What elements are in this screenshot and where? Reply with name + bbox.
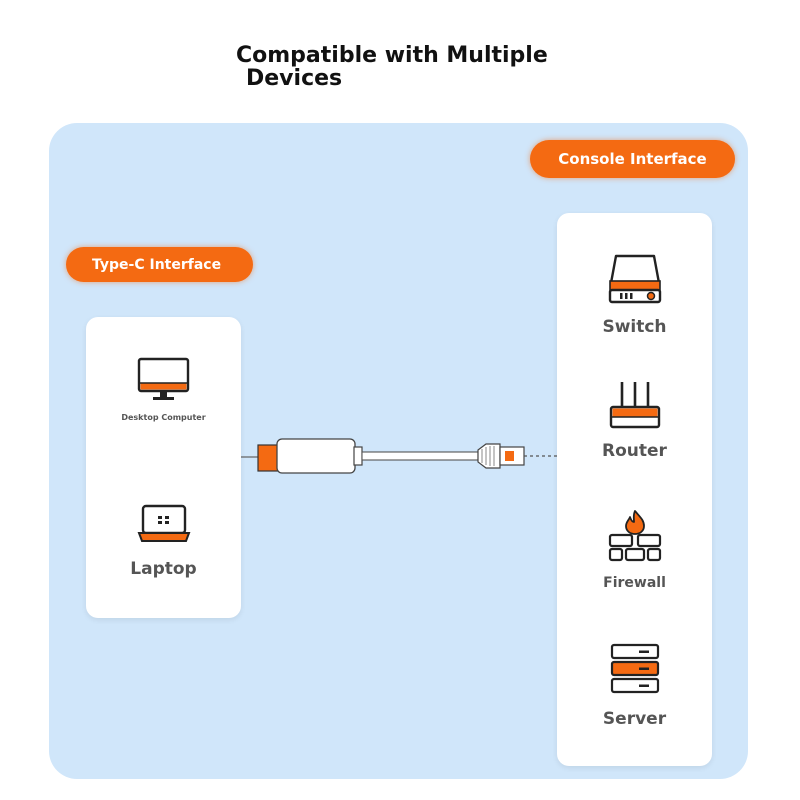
- typec-devices-card: Desktop Computer Laptop: [86, 317, 241, 618]
- typec-interface-label: Type-C Interface: [92, 256, 222, 273]
- usb-c-connector-body: [276, 438, 356, 474]
- rj45-latch: [505, 451, 514, 461]
- page-title: Compatible with Multiple Devices: [236, 44, 566, 90]
- device-label-router: Router: [602, 441, 667, 461]
- cable-wire: [361, 451, 479, 461]
- title-line-1: Compatible with Multiple: [236, 43, 548, 68]
- device-label-switch: Switch: [602, 317, 667, 337]
- device-router: Router: [557, 379, 712, 461]
- device-firewall: Firewall: [557, 509, 712, 591]
- rj45-boot: [477, 443, 501, 469]
- typec-interface-badge: Type-C Interface: [66, 247, 253, 282]
- device-desktop-computer: Desktop Computer: [86, 357, 241, 422]
- strain-relief: [353, 446, 363, 466]
- device-label-desktop-computer: Desktop Computer: [121, 413, 206, 422]
- title-line-2: Devices: [246, 66, 343, 91]
- console-devices-card: Switch Router Firewall: [557, 213, 712, 766]
- server-icon: [610, 643, 659, 694]
- router-icon: [609, 382, 660, 429]
- laptop-icon: [137, 504, 190, 542]
- device-switch: Switch: [557, 253, 712, 337]
- firewall-icon: [608, 510, 661, 562]
- desktop-computer-icon: [137, 357, 189, 400]
- switch-icon: [608, 254, 661, 304]
- device-server: Server: [557, 643, 712, 729]
- usb-c-plug-tip: [257, 444, 279, 472]
- console-interface-badge: Console Interface: [530, 140, 735, 178]
- console-interface-label: Console Interface: [558, 150, 707, 168]
- device-laptop: Laptop: [86, 503, 241, 579]
- device-label-server: Server: [602, 709, 667, 729]
- device-label-firewall: Firewall: [603, 575, 666, 591]
- device-label-laptop: Laptop: [130, 559, 197, 579]
